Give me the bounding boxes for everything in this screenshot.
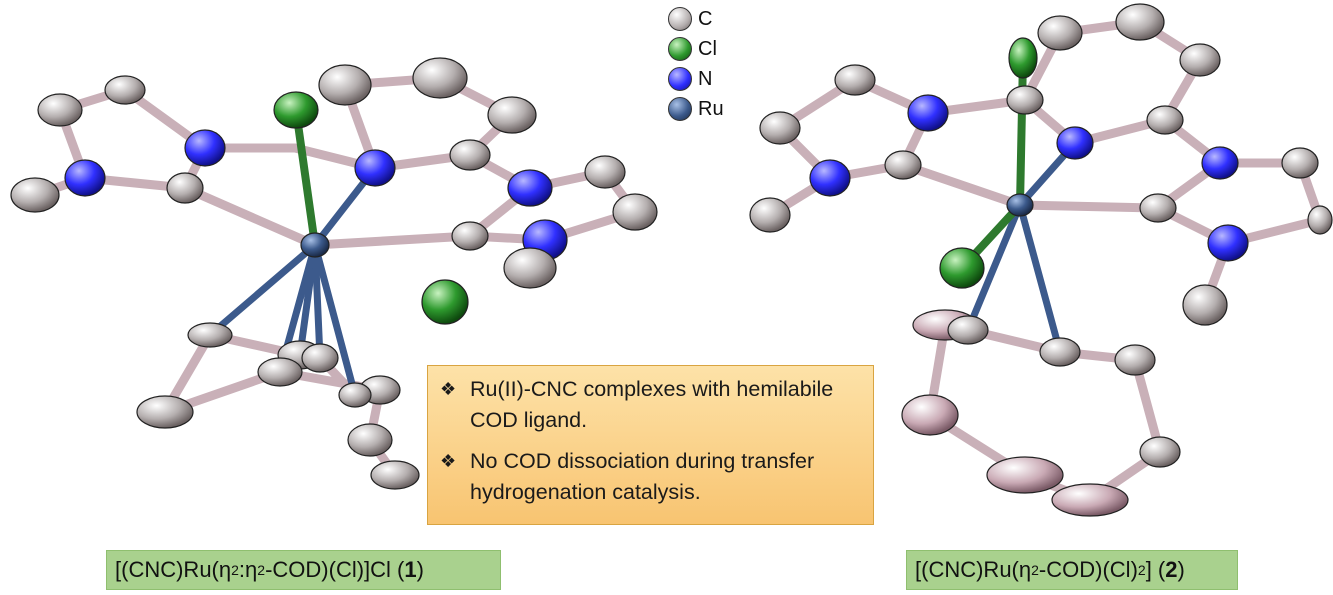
bullet-item: ❖ No COD dissociation during transfer hy… (440, 446, 861, 508)
carbon-atom (1006, 85, 1044, 115)
caption-part: ] ( (1145, 557, 1166, 582)
chlorine-ball-icon (668, 37, 692, 61)
carbon-atom (412, 57, 468, 99)
carbon-atom (451, 221, 489, 251)
element-legend: C Cl N Ru (668, 4, 724, 124)
caption-subscript: 2 (1137, 562, 1146, 578)
caption-superscript: 2 (231, 562, 239, 578)
bullet-text: No COD dissociation during transfer hydr… (470, 449, 815, 504)
legend-item: C (668, 4, 724, 34)
compound-number: 1 (404, 557, 417, 582)
carbon-atom (318, 64, 372, 106)
carbon-atom (37, 93, 83, 127)
carbon-atom (759, 111, 801, 145)
legend-label: Ru (698, 97, 724, 120)
legend-item: Cl (668, 34, 724, 64)
nitrogen-atom (354, 149, 396, 187)
carbon-atom (10, 177, 60, 213)
nitrogen-atom (809, 159, 851, 197)
caption-part: :η (238, 557, 258, 582)
legend-item: Ru (668, 94, 724, 124)
carbon-atom (1039, 337, 1081, 367)
legend-label: N (698, 67, 713, 90)
bullet-text: Ru(II)-CNC complexes with hemilabile COD… (470, 377, 834, 432)
carbon-ball-icon (668, 7, 692, 31)
legend-label: Cl (698, 37, 717, 60)
ruthenium-atom (1006, 193, 1034, 217)
carbon-atom (1037, 15, 1083, 51)
nitrogen-atom (907, 94, 949, 132)
carbon-atom (834, 64, 876, 96)
carbon-atom (1114, 344, 1156, 376)
molecule-1-atoms (10, 57, 658, 490)
carbon-atom (612, 193, 658, 231)
carbon-atom (947, 315, 989, 345)
carbon-atom (584, 155, 626, 189)
chlorine-atom (421, 279, 469, 325)
carbon-atom (338, 382, 372, 408)
caption-part: -COD)(Cl)]Cl ( (265, 557, 405, 582)
summary-box: ❖ Ru(II)-CNC complexes with hemilabile C… (427, 365, 874, 525)
compound-number: 2 (1165, 557, 1178, 582)
nitrogen-atom (184, 129, 226, 167)
diamond-bullet-icon: ❖ (440, 379, 457, 399)
nitrogen-atom (1207, 224, 1249, 262)
carbon-atom (986, 456, 1064, 494)
nitrogen-atom (64, 159, 106, 197)
diamond-bullet-icon: ❖ (440, 451, 457, 471)
carbon-atom (1281, 147, 1319, 179)
molecule-2-atoms (749, 3, 1333, 517)
nitrogen-atom (507, 169, 553, 207)
chlorine-atom (1008, 37, 1038, 79)
carbon-atom (1139, 193, 1177, 223)
carbon-atom (1307, 205, 1333, 235)
carbon-atom (301, 343, 339, 373)
carbon-atom (187, 322, 233, 348)
bullet-item: ❖ Ru(II)-CNC complexes with hemilabile C… (440, 374, 861, 436)
carbon-atom (166, 172, 204, 204)
carbon-atom (884, 150, 922, 180)
carbon-atom (104, 75, 146, 105)
carbon-atom (901, 394, 959, 436)
nitrogen-atom (1056, 126, 1094, 160)
caption-part: ) (1177, 557, 1185, 582)
carbon-atom (1139, 436, 1181, 468)
caption-part: [(CNC)Ru(η (115, 557, 232, 582)
carbon-atom (136, 395, 194, 429)
legend-label: C (698, 7, 713, 30)
chlorine-atom (939, 247, 985, 289)
carbon-atom (749, 197, 791, 233)
nitrogen-atom (1201, 146, 1239, 180)
caption-part: ) (416, 557, 424, 582)
carbon-atom (347, 423, 393, 457)
carbon-atom (1051, 483, 1129, 517)
carbon-atom (1115, 3, 1165, 41)
caption-part: [(CNC)Ru(η (915, 557, 1032, 582)
carbon-atom (1146, 105, 1184, 135)
caption-superscript: 2 (257, 562, 266, 578)
carbon-atom (487, 96, 537, 134)
carbon-atom (257, 357, 303, 387)
chlorine-atom (273, 91, 319, 129)
ruthenium-atom (300, 232, 330, 258)
carbon-atom (503, 247, 557, 289)
carbon-atom (370, 460, 420, 490)
carbon-atom (449, 139, 491, 171)
caption-part: -COD)(Cl) (1038, 557, 1138, 582)
carbon-atom (1182, 284, 1228, 326)
legend-item: N (668, 64, 724, 94)
carbon-atom (1179, 43, 1221, 77)
caption-superscript: 2 (1031, 562, 1039, 578)
ruthenium-ball-icon (668, 97, 692, 121)
nitrogen-ball-icon (668, 67, 692, 91)
